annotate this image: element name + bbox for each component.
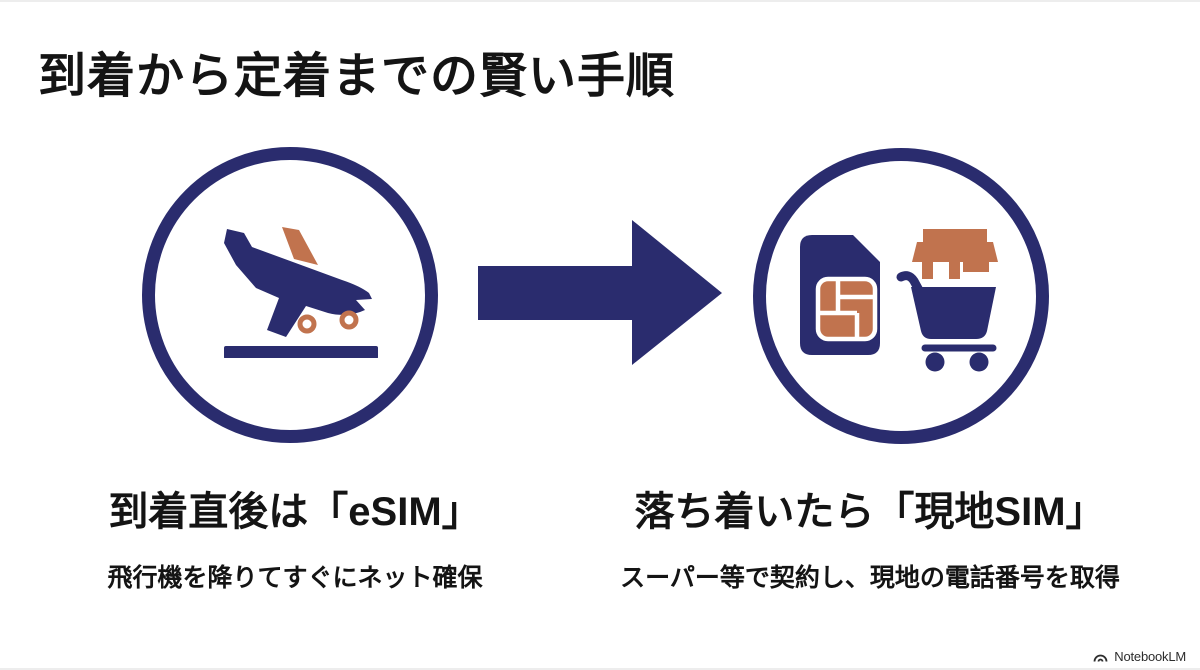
sim-card-store-cart-icon [800, 229, 998, 372]
top-edge-line [0, 0, 1200, 2]
notebooklm-wordmark: NotebookLM [1114, 649, 1186, 664]
notebooklm-logo: NotebookLM [1092, 649, 1186, 664]
store-icon [912, 229, 998, 279]
step-description-arrival: 飛行機を降りてすぐにネット確保 [107, 564, 483, 592]
shopping-cart-icon [896, 271, 997, 372]
step-heading-settle: 落ち着いたら「現地SIM」 [634, 490, 1106, 534]
step-circle-settle [753, 148, 1049, 444]
step-heading-arrival: 到着直後は「eSIM」 [108, 490, 482, 534]
bottom-edge-line [0, 668, 1200, 670]
notebooklm-icon [1093, 654, 1108, 662]
step-circle-arrival [142, 147, 438, 443]
step-label-settle: 落ち着いたら「現地SIM」 スーパー等で契約し、現地の電話番号を取得 [615, 488, 1125, 594]
plane-landing-icon [224, 227, 378, 358]
page-title: 到着から定着までの賢い手順 [38, 50, 676, 103]
step-description-settle: スーパー等で契約し、現地の電話番号を取得 [620, 564, 1120, 592]
sim-card-icon [800, 235, 880, 355]
step-label-arrival: 到着直後は「eSIM」 飛行機を降りてすぐにネット確保 [40, 488, 550, 594]
arrow-right-icon [478, 220, 722, 365]
